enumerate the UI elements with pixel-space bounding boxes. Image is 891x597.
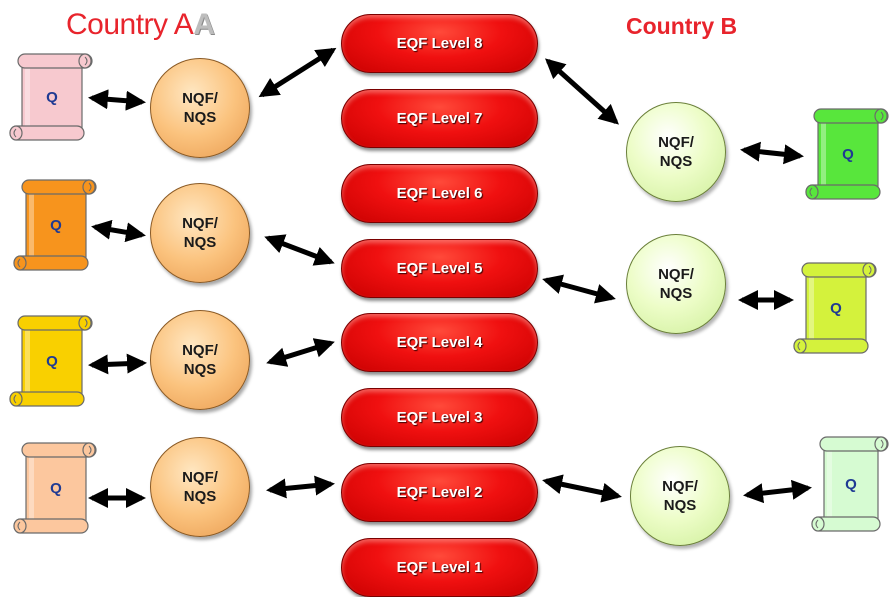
eqf-level-2-label: EQF Level 2 bbox=[396, 484, 483, 501]
scroll-a-2-label: Q bbox=[50, 217, 62, 234]
scroll-b-3-icon: Q bbox=[811, 436, 889, 532]
eqf-level-7-label: EQF Level 7 bbox=[396, 110, 483, 127]
double-arrow-icon bbox=[542, 474, 622, 503]
country-a-title-text: Country A bbox=[66, 8, 194, 41]
eqf-level-2: EQF Level 2 bbox=[341, 463, 538, 522]
scroll-b-1-label: Q bbox=[842, 146, 854, 163]
nqf-b-3-label: NQF/ NQS bbox=[662, 478, 698, 514]
country-a-title-suffix: A bbox=[193, 8, 215, 41]
double-arrow-icon bbox=[740, 141, 804, 165]
eqf-level-3: EQF Level 3 bbox=[341, 388, 538, 447]
nqf-a-2-label: NQF/ NQS bbox=[182, 215, 218, 251]
scroll-a-3-label: Q bbox=[46, 353, 58, 370]
double-arrow-icon bbox=[266, 338, 335, 367]
double-arrow-icon bbox=[258, 47, 337, 98]
country-b-title: Country B bbox=[626, 13, 738, 39]
nqf-a-2: NQF/ NQS bbox=[150, 183, 250, 283]
eqf-level-1-label: EQF Level 1 bbox=[396, 559, 483, 576]
eqf-level-7: EQF Level 7 bbox=[341, 89, 538, 148]
nqf-a-4-label: NQF/ NQS bbox=[182, 469, 218, 505]
double-arrow-icon bbox=[88, 89, 146, 111]
scroll-a-2-icon: Q bbox=[13, 179, 97, 271]
nqf-a-1: NQF/ NQS bbox=[150, 58, 250, 158]
double-arrow-icon bbox=[91, 219, 146, 243]
country-a-title: Country AA bbox=[66, 8, 215, 42]
nqf-b-1: NQF/ NQS bbox=[626, 102, 726, 202]
eqf-level-8-label: EQF Level 8 bbox=[396, 35, 483, 52]
nqf-a-3: NQF/ NQS bbox=[150, 310, 250, 410]
scroll-b-3-label: Q bbox=[845, 476, 857, 493]
eqf-level-6-label: EQF Level 6 bbox=[396, 185, 483, 202]
nqf-b-1-label: NQF/ NQS bbox=[658, 134, 694, 170]
nqf-a-3-label: NQF/ NQS bbox=[182, 342, 218, 378]
scroll-b-2-icon: Q bbox=[793, 262, 877, 354]
scroll-a-1-label: Q bbox=[46, 89, 58, 106]
scroll-a-3-icon: Q bbox=[9, 315, 93, 407]
scroll-b-2-label: Q bbox=[830, 300, 842, 317]
nqf-b-2-label: NQF/ NQS bbox=[658, 266, 694, 302]
eqf-level-5: EQF Level 5 bbox=[341, 239, 538, 298]
eqf-level-4: EQF Level 4 bbox=[341, 313, 538, 372]
nqf-b-2: NQF/ NQS bbox=[626, 234, 726, 334]
double-arrow-icon bbox=[264, 234, 335, 266]
double-arrow-icon bbox=[743, 479, 812, 504]
double-arrow-icon bbox=[266, 475, 335, 499]
double-arrow-icon bbox=[542, 274, 616, 304]
eqf-level-3-label: EQF Level 3 bbox=[396, 409, 483, 426]
eqf-level-5-label: EQF Level 5 bbox=[396, 260, 483, 277]
double-arrow-icon bbox=[88, 353, 147, 375]
scroll-a-1-icon: Q bbox=[9, 53, 93, 141]
scroll-a-4-icon: Q bbox=[13, 442, 97, 534]
scroll-a-4-label: Q bbox=[50, 480, 62, 497]
eqf-level-6: EQF Level 6 bbox=[341, 164, 538, 223]
scroll-b-1-icon: Q bbox=[805, 108, 889, 200]
nqf-a-1-label: NQF/ NQS bbox=[182, 90, 218, 126]
nqf-b-3: NQF/ NQS bbox=[630, 446, 730, 546]
eqf-level-4-label: EQF Level 4 bbox=[396, 334, 483, 351]
eqf-level-8: EQF Level 8 bbox=[341, 14, 538, 73]
nqf-a-4: NQF/ NQS bbox=[150, 437, 250, 537]
double-arrow-icon bbox=[545, 58, 619, 125]
